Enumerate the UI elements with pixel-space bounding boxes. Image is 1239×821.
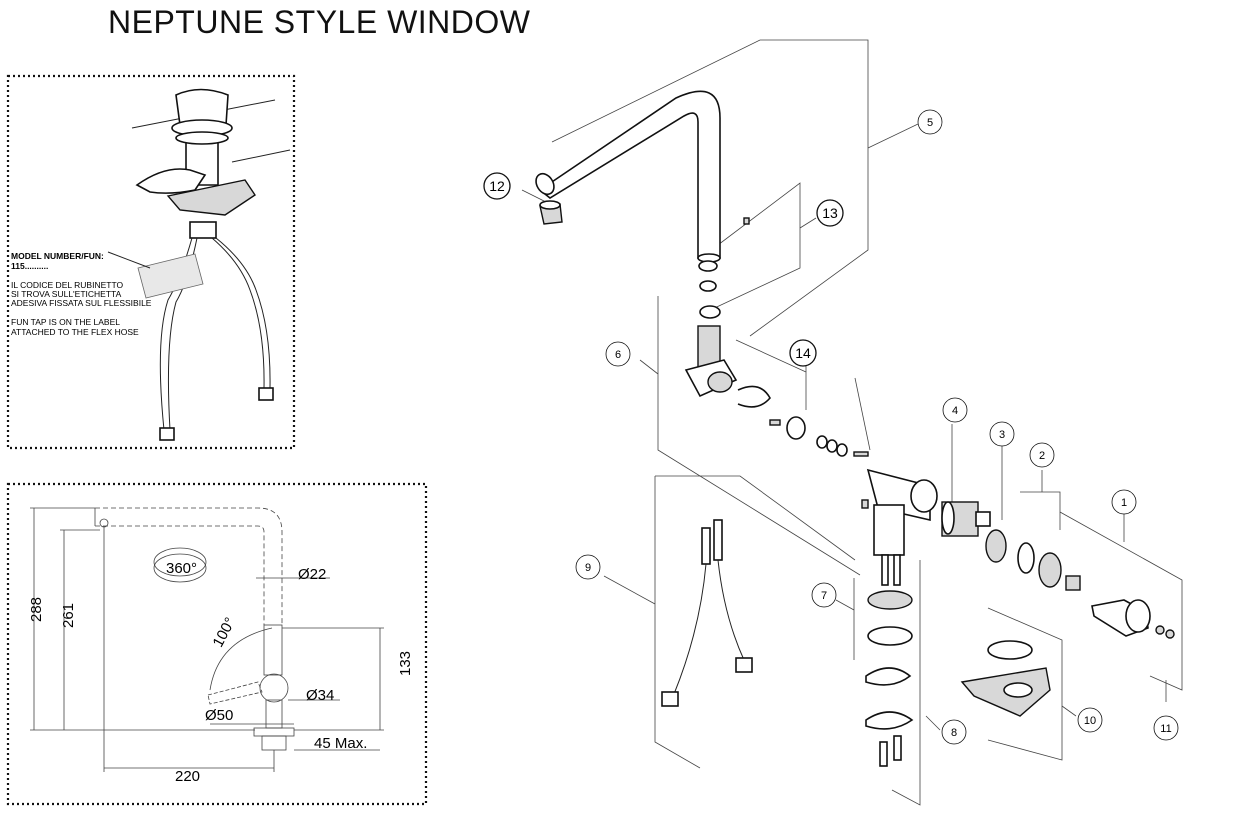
callout-number-4: 4 [952,405,958,417]
callout-number-14: 14 [795,345,811,361]
dim-height-spout: 261 [60,603,77,628]
callout-number-2: 2 [1039,450,1045,462]
page-title: NEPTUNE STYLE WINDOW [108,4,531,40]
english-note-line2: ATTACHED TO THE FLEX HOSE [11,327,139,337]
fixing-kit-part [865,667,914,767]
oring-part [1017,542,1035,574]
callout-circle-11 [1153,715,1179,741]
italian-note-line2: SI TROVA SULL'ETICHETTA [11,289,122,299]
main-body-part [861,468,938,586]
screws-part [1155,625,1175,639]
callout-number-3: 3 [999,429,1005,441]
dim-rotation: 360° [166,560,197,577]
callout-circle-3 [989,421,1015,447]
install-panel-frame [6,74,296,450]
dim-height-lever: 133 [397,651,414,676]
callout-circle-4 [942,397,968,423]
callout-circle-2 [1029,442,1055,468]
dim-diameter-base: Ø50 [205,707,233,724]
dim-reach: 220 [175,768,200,785]
callout-number-8: 8 [951,727,957,739]
callout-number-6: 6 [615,349,621,361]
callout-circle-9 [575,554,601,580]
italian-note-line1: IL CODICE DEL RUBINETTO [11,280,123,290]
dim-height-total: 288 [28,597,45,622]
cartridge-part [941,501,991,537]
dim-max-thickness: 45 Max. [314,735,367,752]
callout-number-1: 1 [1121,497,1127,509]
orings-part [698,217,750,319]
adapter-part [1065,575,1081,591]
cap-part [1038,552,1062,588]
dim-diameter-body: Ø34 [306,687,334,704]
callout-circle-8 [941,719,967,745]
callout-number-11: 11 [1160,723,1171,735]
callout-circle-10 [1077,707,1103,733]
dim-diameter-spout: Ø22 [298,566,326,583]
callout-number-13: 13 [822,205,838,221]
swivel-base-part [684,325,738,398]
callout-circle-13 [816,199,844,227]
callout-circle-5 [917,109,943,135]
base-rings-part [867,590,913,646]
callout-circle-12 [483,172,511,200]
callout-number-7: 7 [821,590,827,602]
install-illustration [107,88,291,441]
model-label: MODEL NUMBER/FUN: [11,251,104,261]
callout-circle-14 [789,339,817,367]
exploded-view [521,39,1183,806]
callout-circle-7 [811,582,837,608]
spout-part [535,90,721,263]
callout-number-12: 12 [489,178,505,194]
dimensions-drawing [30,507,384,772]
english-note-line1: FUN TAP IS ON THE LABEL [11,317,120,327]
callout-number-9: 9 [585,562,591,574]
italian-note-line3: ADESIVA FISSATA SUL FLESSIBILE [11,298,152,308]
callout-circle-1 [1111,489,1137,515]
callout-circle-6 [605,341,631,367]
hoses-part [661,519,753,707]
clip-seals-part [737,385,869,457]
model-value: 115.......... [11,261,48,271]
lever-part [1091,599,1151,637]
bracket-part [960,640,1051,717]
ring-nut-part [985,529,1007,563]
aerator-part [539,200,563,225]
callout-number-10: 10 [1084,715,1096,727]
dimensions-panel-frame [6,482,428,806]
callout-number-5: 5 [927,117,933,129]
